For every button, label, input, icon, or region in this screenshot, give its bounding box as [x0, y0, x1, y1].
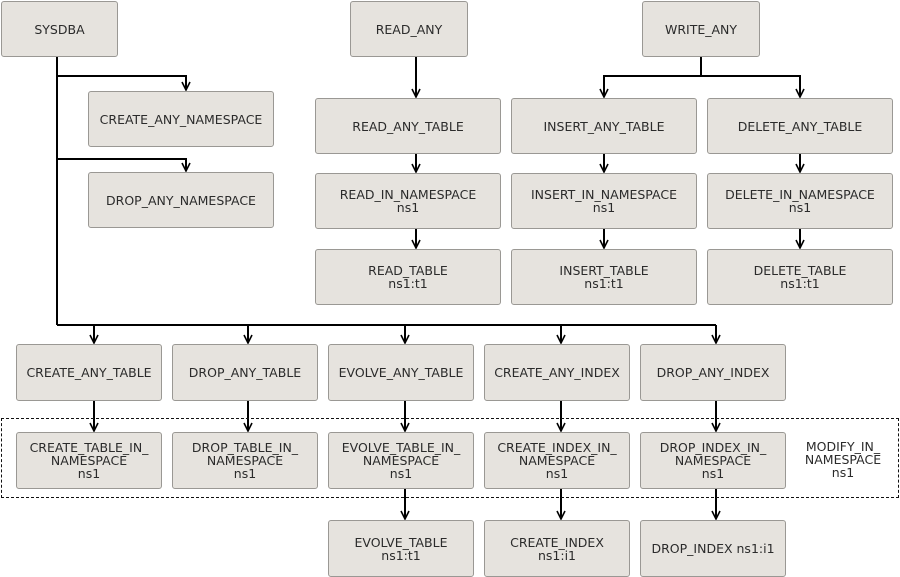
node-create-any-table: CREATE_ANY_TABLE [16, 344, 162, 401]
node-delete-table-label-1: ns1:t1 [780, 276, 820, 291]
node-insert-in-namespace-label-1: ns1 [592, 200, 616, 215]
node-sysdba: SYSDBA [1, 1, 118, 57]
node-create-table-in-namespace-label-2: ns1 [77, 466, 101, 481]
modify-in-namespace-label: MODIFY_IN_ NAMESPACE ns1 [796, 440, 890, 479]
node-delete-table: DELETE_TABLE ns1:t1 [707, 249, 893, 305]
node-evolve-table-in-namespace-label-0: EVOLVE_TABLE_IN_ [341, 440, 461, 455]
node-write-any: WRITE_ANY [642, 1, 760, 57]
node-insert-table-label-0: INSERT_TABLE [559, 263, 649, 278]
node-create-any-namespace-label-0: CREATE_ANY_NAMESPACE [99, 111, 263, 127]
node-evolve-table-in-namespace-label-1: NAMESPACE [362, 453, 440, 468]
node-create-any-namespace: CREATE_ANY_NAMESPACE [88, 91, 274, 147]
node-drop-table-in-namespace-label-2: ns1 [233, 466, 257, 481]
node-insert-table: INSERT_TABLE ns1:t1 [511, 249, 697, 305]
node-read-any: READ_ANY [350, 1, 468, 57]
node-drop-any-table-label-0: DROP_ANY_TABLE [188, 365, 302, 380]
node-create-index-in-namespace-label-0: CREATE_INDEX_IN_ [497, 440, 617, 455]
node-evolve-table: EVOLVE_TABLE ns1:t1 [328, 520, 474, 577]
node-insert-any-table: INSERT_ANY_TABLE [511, 98, 697, 154]
node-drop-index-in-namespace-label-1: NAMESPACE [674, 453, 752, 468]
node-create-index: CREATE_INDEX ns1:i1 [484, 520, 630, 577]
node-create-index-label-0: CREATE_INDEX [510, 534, 604, 550]
node-drop-any-index: DROP_ANY_INDEX [640, 344, 786, 401]
node-drop-index-in-namespace-label-0: DROP_INDEX_IN_ [659, 440, 767, 455]
modify-in-namespace-label-0: MODIFY_IN_ [805, 439, 881, 454]
node-create-table-in-namespace-label-1: NAMESPACE [50, 453, 128, 468]
node-drop-table-in-namespace-label-0: DROP_TABLE_IN_ [191, 440, 299, 455]
node-read-any-label-0: READ_ANY [375, 21, 443, 37]
node-sysdba-label-0: SYSDBA [34, 21, 85, 37]
node-read-any-table: READ_ANY_TABLE [315, 98, 501, 154]
node-create-index-in-namespace-label-2: ns1 [545, 466, 569, 481]
node-create-table-in-namespace: CREATE_TABLE_IN_ NAMESPACE ns1 [16, 432, 162, 489]
edge-write-any-delete-any-table [701, 75, 800, 97]
node-create-index-in-namespace-label-1: NAMESPACE [518, 453, 596, 468]
node-read-in-namespace: READ_IN_NAMESPACE ns1 [315, 173, 501, 229]
node-read-in-namespace-label-1: ns1 [396, 200, 420, 215]
node-write-any-label-0: WRITE_ANY [664, 21, 738, 37]
node-drop-any-namespace-label-0: DROP_ANY_NAMESPACE [106, 192, 256, 208]
node-create-index-label-1: ns1:i1 [537, 547, 577, 563]
node-evolve-any-table: EVOLVE_ANY_TABLE [328, 344, 474, 401]
node-drop-index: DROP_INDEX ns1:i1 [640, 520, 786, 577]
node-insert-in-namespace-label-0: INSERT_IN_NAMESPACE [530, 187, 678, 202]
node-drop-table-in-namespace: DROP_TABLE_IN_ NAMESPACE ns1 [172, 432, 318, 489]
node-drop-any-table: DROP_ANY_TABLE [172, 344, 318, 401]
node-drop-index-in-namespace-label-2: ns1 [701, 466, 725, 481]
node-drop-index-label-0: DROP_INDEX ns1:i1 [651, 541, 775, 556]
node-delete-table-label-0: DELETE_TABLE [753, 263, 847, 278]
node-create-index-in-namespace: CREATE_INDEX_IN_ NAMESPACE ns1 [484, 432, 630, 489]
node-read-table-label-0: READ_TABLE [368, 263, 448, 278]
node-read-any-table-label-0: READ_ANY_TABLE [352, 118, 464, 134]
node-drop-index-in-namespace: DROP_INDEX_IN_ NAMESPACE ns1 [640, 432, 786, 489]
edge-sysdba-drop-any-namespace [57, 158, 186, 171]
node-create-any-index-label-0: CREATE_ANY_INDEX [494, 365, 620, 380]
edge-write-any-insert-any-table [604, 75, 701, 97]
node-delete-in-namespace-label-0: DELETE_IN_NAMESPACE [725, 187, 875, 202]
node-drop-any-namespace: DROP_ANY_NAMESPACE [88, 172, 274, 228]
node-delete-in-namespace-label-1: ns1 [788, 200, 812, 215]
node-evolve-table-in-namespace: EVOLVE_TABLE_IN_ NAMESPACE ns1 [328, 432, 474, 489]
node-evolve-table-label-1: ns1:t1 [381, 547, 421, 563]
modify-in-namespace-label-1: NAMESPACE [804, 452, 882, 467]
node-drop-table-in-namespace-label-1: NAMESPACE [206, 453, 284, 468]
node-create-table-in-namespace-label-0: CREATE_TABLE_IN_ [29, 440, 149, 455]
node-evolve-table-in-namespace-label-2: ns1 [389, 466, 413, 481]
node-read-table: READ_TABLE ns1:t1 [315, 249, 501, 305]
node-drop-any-index-label-0: DROP_ANY_INDEX [656, 365, 770, 380]
node-read-table-label-1: ns1:t1 [388, 276, 428, 291]
node-insert-table-label-1: ns1:t1 [584, 276, 624, 291]
node-delete-in-namespace: DELETE_IN_NAMESPACE ns1 [707, 173, 893, 229]
edge-sysdba-create-any-namespace [57, 75, 186, 90]
node-create-any-index: CREATE_ANY_INDEX [484, 344, 630, 401]
node-evolve-table-label-0: EVOLVE_TABLE [354, 534, 448, 550]
node-read-in-namespace-label-0: READ_IN_NAMESPACE [339, 187, 477, 202]
node-create-any-table-label-0: CREATE_ANY_TABLE [26, 365, 152, 380]
node-insert-any-table-label-0: INSERT_ANY_TABLE [543, 118, 665, 134]
node-insert-in-namespace: INSERT_IN_NAMESPACE ns1 [511, 173, 697, 229]
modify-in-namespace-label-2: ns1 [831, 465, 855, 480]
node-evolve-any-table-label-0: EVOLVE_ANY_TABLE [338, 365, 464, 380]
modify-in-namespace-group [1, 418, 899, 498]
node-delete-any-table: DELETE_ANY_TABLE [707, 98, 893, 154]
node-delete-any-table-label-0: DELETE_ANY_TABLE [737, 118, 863, 134]
